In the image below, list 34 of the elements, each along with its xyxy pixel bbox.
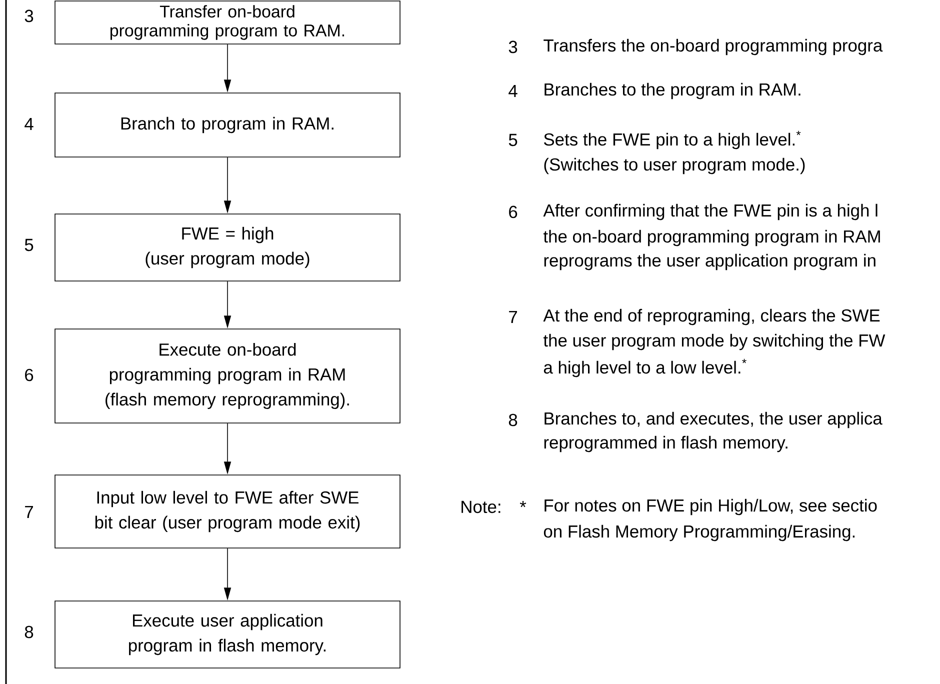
description-text: (Switches to user program mode.) bbox=[544, 158, 805, 174]
description-text: At the end of reprograming, clears the SWE bbox=[543, 308, 880, 326]
description-text: After confirming that the FWE pin is a high l bbox=[543, 204, 878, 220]
step-number: 3 bbox=[508, 40, 518, 54]
description-text: Sets the FWE pin to a high level.$^{*}$ bbox=[544, 130, 801, 150]
step-number: 4 bbox=[24, 118, 34, 130]
step-number: 6 bbox=[25, 368, 34, 382]
description-text: Branches to, and executes, the user applica bbox=[544, 412, 882, 428]
note-label: Note: bbox=[462, 500, 500, 514]
process-box: Input low level to FWE after SWE bit clear (user program mode exit) bbox=[54, 474, 400, 548]
description-text: reprogrammed in flash memory. bbox=[544, 436, 788, 452]
step-number: 7 bbox=[25, 506, 33, 518]
process-box: Transfer on-board programming program to RAM. bbox=[54, 0, 400, 44]
step-number: 8 bbox=[24, 626, 34, 638]
step-number: 4 bbox=[508, 84, 518, 97]
process-box: FWE = high (user program mode) bbox=[54, 214, 400, 282]
step-number: 3 bbox=[24, 10, 34, 22]
description-text: the user program mode by switching the FW bbox=[543, 334, 886, 350]
description-text: a high level to a low level.$^{*}$ bbox=[544, 358, 746, 378]
description-text: reprograms the user application program in bbox=[544, 254, 876, 270]
process-box: Execute user application program in flash memory. bbox=[54, 600, 400, 668]
description-text: Transfers the on-board programming progra bbox=[544, 38, 883, 56]
description-text: the on-board programming program in RAM bbox=[543, 230, 880, 246]
step-number: 5 bbox=[508, 134, 518, 146]
description-text: on Flash Memory Programming/Erasing. bbox=[544, 524, 855, 542]
asterisk: * bbox=[520, 500, 526, 508]
description-text: For notes on FWE pin High/Low, see sectio bbox=[544, 498, 877, 516]
description-text: Branches to the program in RAM. bbox=[544, 82, 800, 100]
process-box: Branch to program in RAM. bbox=[54, 92, 400, 158]
step-number: 5 bbox=[24, 238, 34, 252]
step-number: 6 bbox=[509, 206, 518, 218]
step-number: 8 bbox=[508, 414, 518, 426]
process-box: Execute on-board programming program in RAM (flash memory reprogramming). bbox=[54, 328, 400, 424]
step-number: 7 bbox=[509, 310, 517, 323]
